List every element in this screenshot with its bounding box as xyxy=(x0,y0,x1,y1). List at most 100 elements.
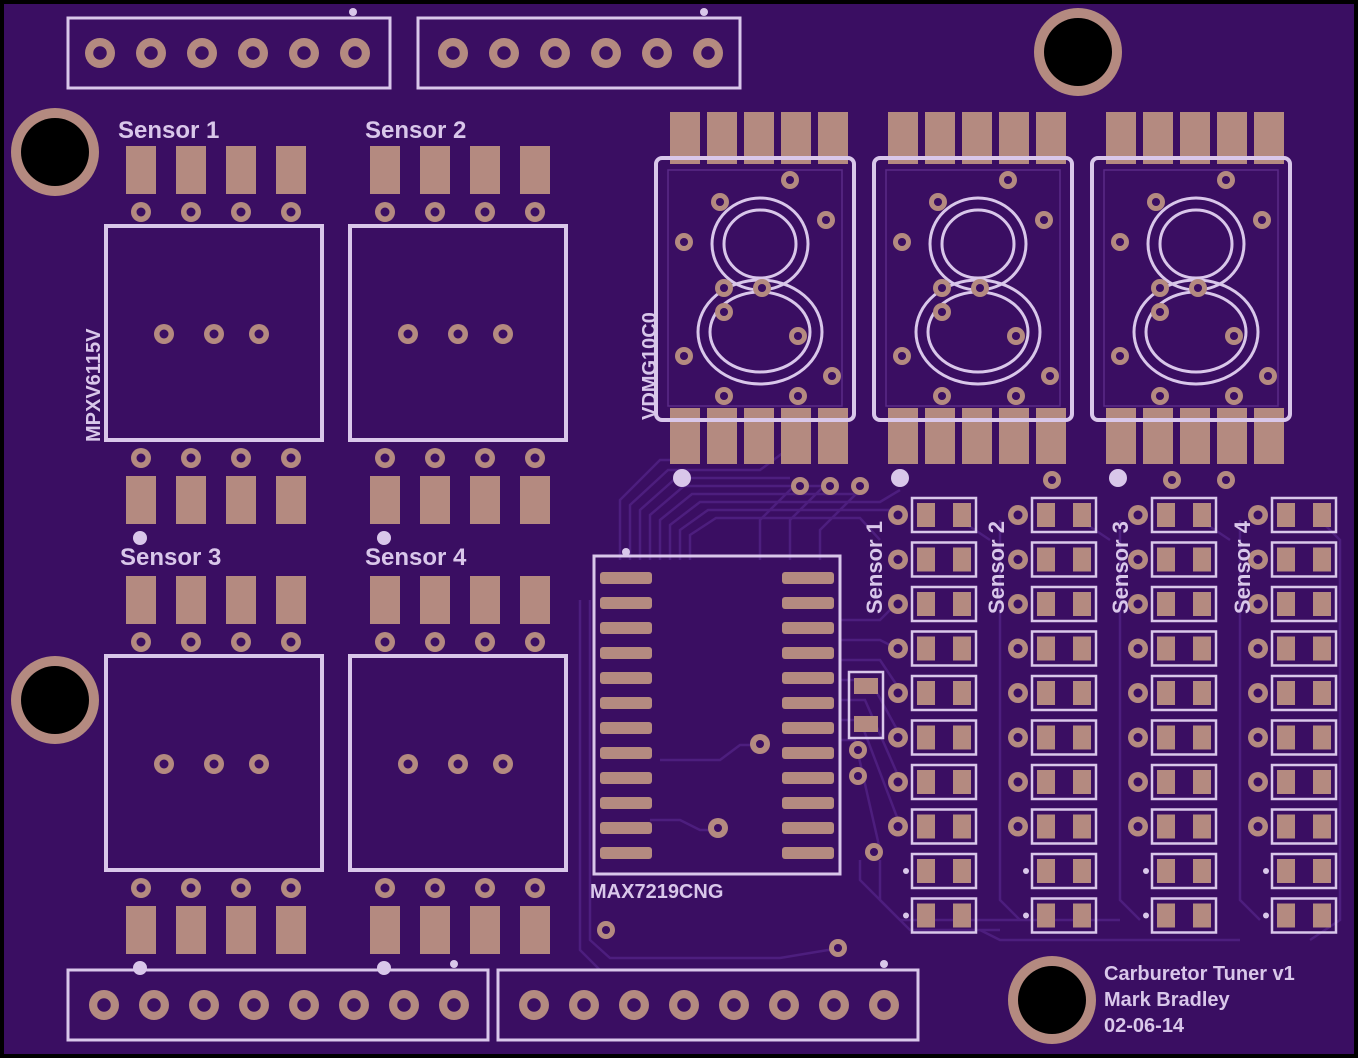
smd-led-icon xyxy=(1008,719,1098,756)
display-pad xyxy=(1217,112,1247,164)
led-group1-label: Sensor 1 xyxy=(862,521,887,614)
led-pad xyxy=(1277,681,1295,705)
pin-hole xyxy=(1253,733,1263,742)
pin-hole xyxy=(530,637,540,647)
mounting-holes xyxy=(11,8,1122,1044)
led-outline xyxy=(1030,763,1098,801)
smd-pad xyxy=(370,476,400,524)
digit-upper-inner xyxy=(722,208,798,280)
smd-pad xyxy=(126,576,156,624)
smd-led-icon xyxy=(888,630,978,667)
led-outline xyxy=(910,763,978,801)
led-pad xyxy=(1037,503,1055,527)
smd-pad xyxy=(370,906,400,954)
pin-hole xyxy=(933,197,943,207)
led-outline xyxy=(1270,719,1338,756)
smd-led-icon xyxy=(1128,541,1218,578)
pin-hole xyxy=(1253,822,1263,831)
smd-led-icon xyxy=(1008,763,1098,801)
smd-led-icon xyxy=(1248,496,1338,534)
pin-hole xyxy=(785,175,795,185)
smd-pad xyxy=(126,146,156,194)
smd-pad xyxy=(276,576,306,624)
pin1-marker xyxy=(133,531,147,545)
smd-pad xyxy=(226,146,256,194)
display-pad xyxy=(744,112,774,164)
led-pad xyxy=(917,592,935,616)
smd-pad xyxy=(470,906,500,954)
pin1-marker xyxy=(377,961,391,975)
led-marker xyxy=(903,868,909,874)
led-pad xyxy=(1313,636,1331,661)
pin-hole xyxy=(757,283,767,293)
pin-hole xyxy=(677,998,691,1012)
ic-pin-pad xyxy=(600,672,652,684)
pin-hole xyxy=(286,637,296,647)
pin-hole xyxy=(1155,283,1165,293)
pin-hole xyxy=(1115,237,1125,247)
display-pad xyxy=(999,408,1029,464)
sensor-body xyxy=(348,224,568,442)
led-marker xyxy=(1263,868,1269,874)
pin-hole xyxy=(1253,688,1263,698)
led-pad xyxy=(1193,859,1211,883)
pin-hole xyxy=(186,207,196,217)
led-pad xyxy=(1073,903,1091,928)
display-body xyxy=(872,156,1074,422)
led-pad xyxy=(1157,770,1175,794)
pin-hole xyxy=(719,307,729,317)
pin-hole xyxy=(1253,777,1263,787)
pressure-sensor xyxy=(348,576,568,975)
pin-hole xyxy=(869,847,879,857)
led-pad xyxy=(1157,814,1175,839)
led-pad xyxy=(1073,503,1091,527)
pin1-marker xyxy=(133,961,147,975)
led-pad xyxy=(1277,859,1295,883)
sensor3-label: Sensor 3 xyxy=(120,544,221,571)
pin-hole xyxy=(236,207,246,217)
led-pad xyxy=(1277,547,1295,572)
led-pad xyxy=(1157,592,1175,616)
led-outline xyxy=(1030,630,1098,667)
led-pad xyxy=(1313,770,1331,794)
pin-hole xyxy=(480,453,490,463)
smd-pad xyxy=(276,146,306,194)
pin-hole xyxy=(236,453,246,463)
pin-hole xyxy=(430,637,440,647)
smd-led-icon xyxy=(903,897,978,934)
led-pad xyxy=(953,770,971,794)
credits-author: Mark Bradley xyxy=(1104,989,1230,1011)
pin-hole xyxy=(1133,599,1143,609)
led-group2-label: Sensor 2 xyxy=(984,521,1009,614)
smd-led-icon xyxy=(1143,897,1218,934)
display-pad xyxy=(670,408,700,464)
ic-pin-pad xyxy=(600,622,652,634)
pin-hole xyxy=(897,351,907,361)
led-pad xyxy=(1037,636,1055,661)
pin-hole xyxy=(893,777,903,787)
pin-hole xyxy=(530,207,540,217)
smd-led-icon xyxy=(1008,496,1098,534)
led-outline xyxy=(1270,585,1338,623)
display-pad xyxy=(818,408,848,464)
pin-hole xyxy=(147,998,161,1012)
pin-hole xyxy=(1263,371,1273,381)
led-outline xyxy=(910,852,978,890)
ic-pin-pad xyxy=(600,747,652,759)
pin-hole xyxy=(97,998,111,1012)
led-pad xyxy=(1193,636,1211,661)
led-pad xyxy=(1037,725,1055,750)
led-outline xyxy=(1150,674,1218,712)
smd-pad xyxy=(370,146,400,194)
led-pad xyxy=(1313,859,1331,883)
display-pad xyxy=(744,408,774,464)
display-pad xyxy=(1254,408,1284,464)
pin-hole xyxy=(1133,644,1143,653)
pin-hole xyxy=(1229,391,1239,401)
led-outline xyxy=(1150,541,1218,578)
led-pad xyxy=(1157,725,1175,750)
pin1-marker xyxy=(349,8,357,16)
pin-hole xyxy=(975,283,985,293)
led-pad xyxy=(1193,681,1211,705)
pin-hole xyxy=(577,998,591,1012)
